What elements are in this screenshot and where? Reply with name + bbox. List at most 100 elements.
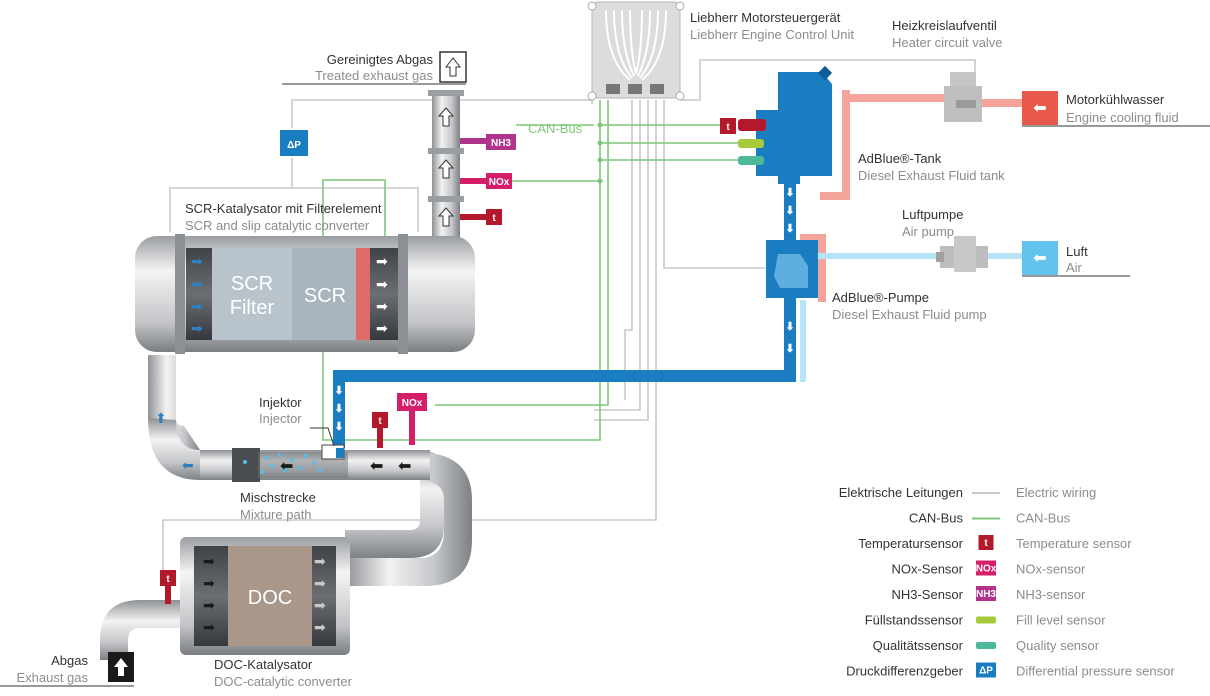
legend-label-en: NOx-sensor [1016,562,1086,577]
svg-text:⬇: ⬇ [785,321,794,333]
legend-label-en: Quality sensor [1016,638,1100,653]
svg-text:⬅: ⬅ [1033,250,1046,267]
svg-text:➡: ➡ [376,253,388,269]
mixer-flow-arrows: ⬅ ⬅ ⬅ [280,458,411,475]
legend-symbol: NOx [976,560,997,576]
svg-text:⬇: ⬇ [785,205,794,217]
legend-label-de: NOx-Sensor [891,562,963,577]
svg-text:➡: ➡ [376,320,388,336]
doc-inlet-arrows: ➡➡ ➡➡ [203,553,215,635]
coolant-label-de: Motorkühlwasser [1066,92,1165,107]
legend-chip-text: NH3 [976,589,996,600]
svg-text:➡: ➡ [376,276,388,292]
legend-label-de: Qualitätssensor [873,638,964,653]
svg-text:⬅: ⬅ [370,458,383,475]
can-bus-nodes [597,122,603,184]
legend-row: Füllstandssensor Fill level sensor [865,613,1107,628]
adblue-tank: t [720,65,833,184]
svg-text:➡: ➡ [314,575,326,591]
coolant-input-icon: ⬅ [1022,91,1058,125]
svg-text:➡: ➡ [191,320,203,336]
legend-label-en: Electric wiring [1016,485,1096,500]
legend-chip-text: ΔP [979,666,993,677]
svg-text:t: t [166,574,170,585]
legend-symbol: t [978,535,994,550]
scr-label-en: SCR and slip catalytic converter [185,218,370,233]
doc-outlet-arrows: ➡➡ ➡➡ [314,553,326,635]
treated-label-de: Gereinigtes Abgas [327,52,434,67]
doc-label-en: DOC-catalytic converter [214,674,353,689]
ecu-label-de: Liebherr Motorsteuergerät [690,10,841,25]
svg-text:t: t [726,122,730,133]
legend-row: NOx-Sensor NOx NOx-sensor [891,560,1086,577]
svg-text:⬇: ⬇ [785,187,794,199]
legend-row: CAN-Bus CAN-Bus [909,511,1071,526]
legend-row: Qualitätssensor Quality sensor [873,638,1100,653]
air-label-de: Luft [1066,244,1088,259]
svg-text:⬅: ⬅ [398,458,411,475]
nox-sensor-inlet: NOx [397,393,427,445]
air-lines [800,253,1025,382]
injector-label-en: Injector [259,411,302,426]
treated-exhaust-icon [439,51,467,83]
legend-label-de: Füllstandssensor [865,613,964,628]
legend-label-en: Temperature sensor [1016,536,1132,551]
engine-control-unit [587,1,685,101]
valve-label-de: Heizkreislaufventil [892,18,997,33]
legend-label-en: Differential pressure sensor [1016,664,1175,679]
svg-text:➡: ➡ [203,575,215,591]
svg-text:➡: ➡ [314,597,326,613]
airpump-label-de: Luftpumpe [902,207,963,222]
valve-label-en: Heater circuit valve [892,35,1003,50]
svg-text:➡: ➡ [191,298,203,314]
exhaust-input-icon [108,652,134,682]
legend-symbol [976,642,996,649]
scr-label: SCR [304,285,346,307]
legend-label-en: NH3-sensor [1016,587,1086,602]
legend: Elektrische Leitungen Electric wiringCAN-… [839,485,1176,679]
legend-label-de: Elektrische Leitungen [839,485,963,500]
pump-label-en: Diesel Exhaust Fluid pump [832,307,987,322]
air-label-en: Air [1066,260,1083,275]
svg-text:t: t [378,416,382,427]
temp-sensor-doc: t [160,570,176,604]
adblue-spray [243,453,328,474]
treated-flow-arrows [437,107,455,227]
mixture-path: ⬅ ⬅ ⬅ ⬅ ⬆ [155,410,411,482]
tank-label-en: Diesel Exhaust Fluid tank [858,168,1005,183]
pump-label-de: AdBlue®-Pumpe [832,290,929,305]
svg-text:NOx: NOx [402,398,423,409]
injector-label-de: Injektor [259,395,302,410]
air-pump [936,236,988,272]
legend-row: Elektrische Leitungen Electric wiring [839,485,1097,500]
svg-text:ΔP: ΔP [287,140,301,151]
legend-label-en: CAN-Bus [1016,511,1071,526]
heater-circuit-valve [944,72,982,122]
ecu-label-en: Liebherr Engine Control Unit [690,27,854,42]
scr-filter-label-1: SCR [231,273,273,295]
svg-text:➡: ➡ [191,276,203,292]
legend-label-de: CAN-Bus [909,511,964,526]
svg-text:⬅: ⬅ [1033,100,1046,117]
svg-text:⬅: ⬅ [280,458,293,475]
legend-label-en: Fill level sensor [1016,613,1106,628]
injector-pointer [310,427,335,447]
svg-text:➡: ➡ [314,553,326,569]
temp-sensor-inlet: t [372,412,388,448]
scr-outlet-arrows: ➡➡ ➡➡ [376,253,388,336]
adblue-pump [766,240,818,298]
mixer-out-arrow: ⬅ [182,457,194,473]
exhaust-label-en: Exhaust gas [16,670,88,685]
adblue-lines [333,182,796,448]
label-underlines [0,83,1210,687]
svg-text:⬇: ⬇ [334,421,343,433]
riser-arrow: ⬆ [155,410,167,426]
svg-text:⬅: ⬅ [182,457,194,473]
coolant-lines [800,90,1025,302]
svg-text:⬇: ⬇ [785,223,794,235]
doc-catalytic-converter: DOC ➡➡ ➡➡ ➡➡ ➡➡ [180,537,350,655]
mixture-label-en: Mixture path [240,507,312,522]
airpump-label-en: Air pump [902,224,954,239]
scr-catalytic-converter: SCR Filter SCR ➡➡ ➡➡ ➡➡ ➡➡ [135,234,475,354]
